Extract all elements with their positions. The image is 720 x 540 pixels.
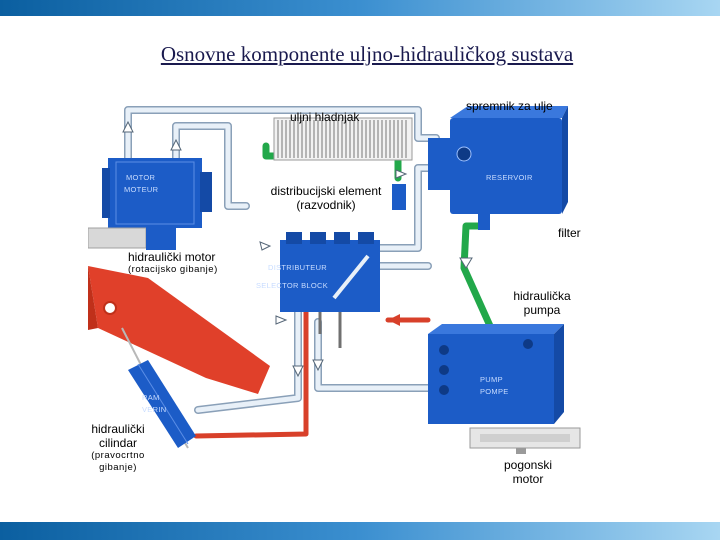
filter-element bbox=[392, 184, 406, 210]
motor-stamp-1: MOTOR bbox=[126, 173, 156, 182]
motor-shaft bbox=[88, 226, 176, 250]
distributor-stamp-2: SELECTOR BLOCK bbox=[256, 281, 328, 290]
reservoir-stamp: RESERVOIR bbox=[486, 173, 533, 182]
slide-title: Osnovne komponente uljno-hidrauličkog su… bbox=[0, 42, 720, 67]
pump-stamp-1: PUMP bbox=[480, 375, 503, 384]
pump-stamp-2: POMPE bbox=[480, 387, 509, 396]
oil-cooler bbox=[274, 118, 412, 160]
label-cylinder: hidraulički cilindar (pravocrtno gibanje… bbox=[86, 422, 150, 474]
pressure-arrow bbox=[388, 314, 400, 326]
drive-motor bbox=[470, 428, 580, 454]
label-drive-motor: pogonski motor bbox=[498, 458, 558, 486]
label-pump-line2: pumpa bbox=[504, 303, 580, 317]
motor-stamp-2: MOTEUR bbox=[124, 185, 159, 194]
label-pump: hidraulička pumpa bbox=[504, 289, 580, 317]
label-motor-line1: hidraulički motor bbox=[128, 250, 218, 264]
distributor-stamp-1: DISTRIBUTEUR bbox=[268, 263, 327, 272]
ram-stamp-1: RAM bbox=[142, 393, 160, 402]
label-filter: filter bbox=[558, 226, 581, 240]
label-drive-line2: motor bbox=[498, 472, 558, 486]
bottom-accent-bar bbox=[0, 522, 720, 540]
top-accent-bar bbox=[0, 0, 720, 16]
label-cylinder-line1: hidraulički bbox=[86, 422, 150, 436]
label-distributor-line2: (razvodnik) bbox=[258, 198, 394, 212]
reservoir bbox=[428, 106, 568, 230]
hydraulic-system-diagram: MOTOR MOTEUR RESERVOIR DISTRIBUTEUR SELE… bbox=[88, 98, 588, 472]
label-cylinder-sub1: (pravocrtno bbox=[86, 450, 150, 462]
label-distributor: distribucijski element (razvodnik) bbox=[258, 184, 394, 212]
label-reservoir: spremnik za ulje bbox=[466, 99, 553, 113]
label-cylinder-sub2: gibanje) bbox=[86, 462, 150, 474]
label-oil-cooler: uljni hladnjak bbox=[290, 110, 359, 124]
ram-stamp-2: VERIN bbox=[142, 405, 166, 414]
label-cylinder-line2: cilindar bbox=[86, 436, 150, 450]
label-hydraulic-motor: hidraulički motor (rotacijsko gibanje) bbox=[128, 250, 218, 276]
label-pump-line1: hidraulička bbox=[504, 289, 580, 303]
label-drive-line1: pogonski bbox=[498, 458, 558, 472]
label-distributor-line1: distribucijski element bbox=[258, 184, 394, 198]
hydraulic-pump bbox=[428, 324, 564, 424]
label-motor-sub: (rotacijsko gibanje) bbox=[128, 264, 218, 276]
